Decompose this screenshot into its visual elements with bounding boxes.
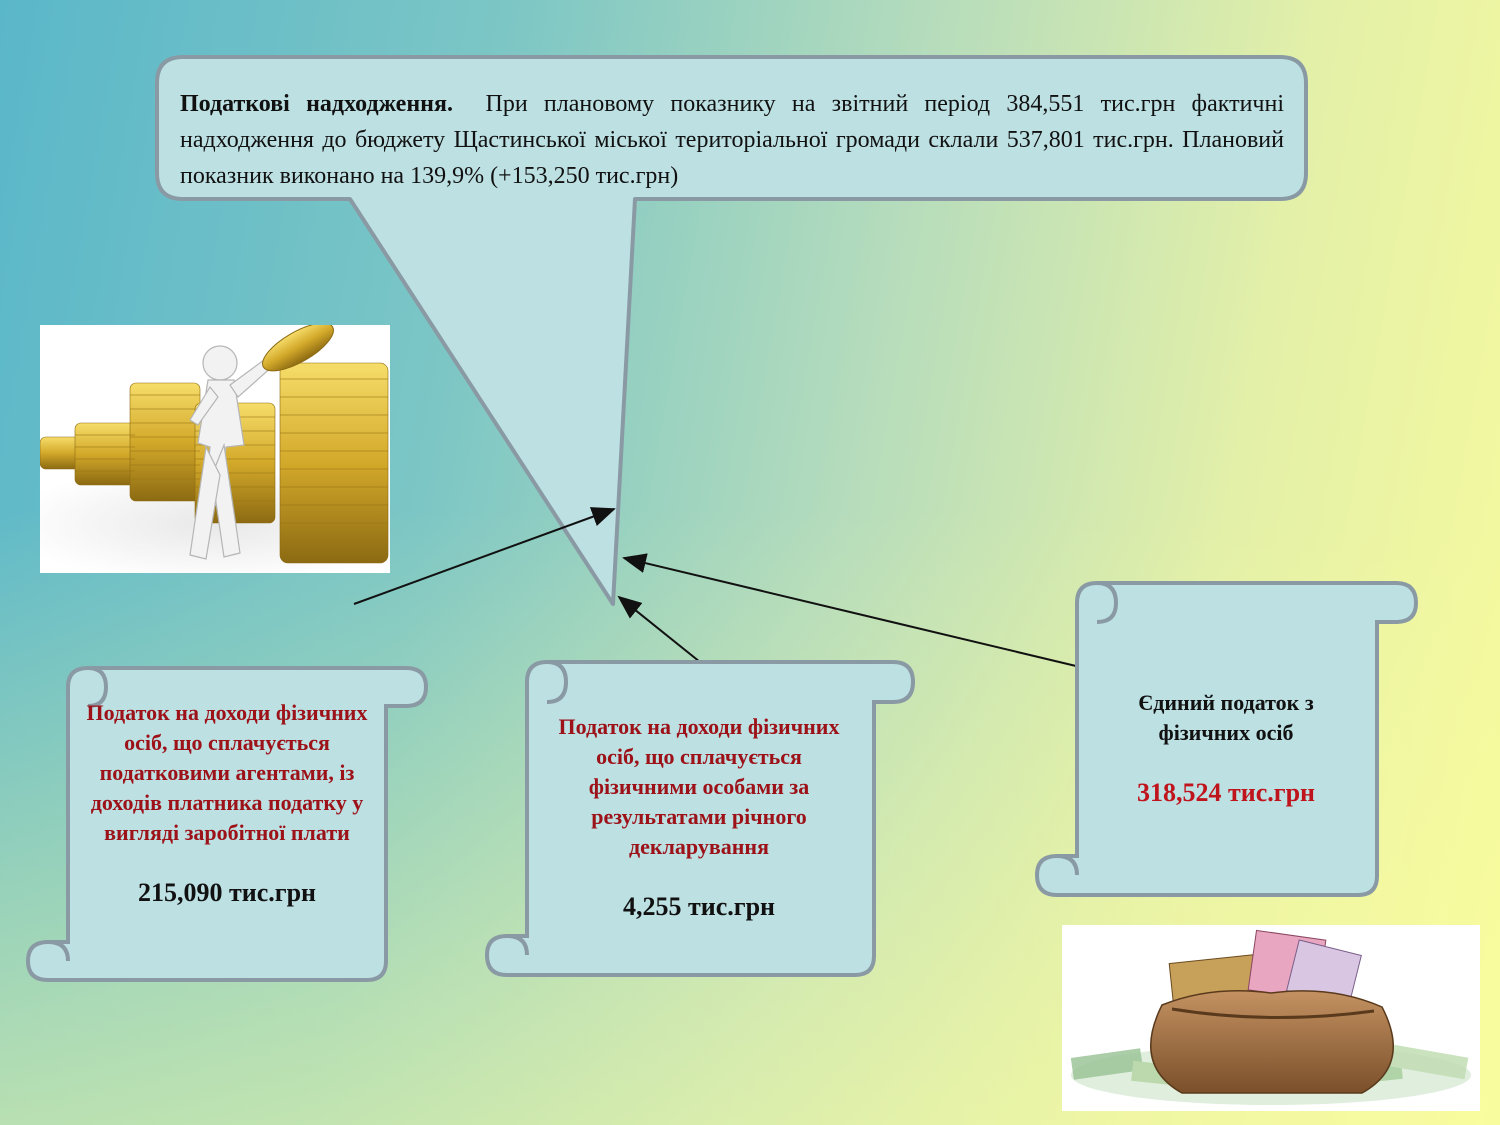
scroll-2-amount: 4,255 тис.грн <box>622 892 776 921</box>
callout-body: При плановому показнику на звітний періо… <box>180 91 1285 189</box>
callout-heading: Податкові надходження. <box>180 91 453 117</box>
scroll-1-label: Податок на доходи фізичних осіб, що спла… <box>86 700 368 845</box>
arrow-left <box>353 507 616 605</box>
scroll-3-label: Єдиний податок з фізичних осіб <box>1138 690 1314 745</box>
scroll-1-amount: 215,090 тис.грн <box>137 878 317 907</box>
scroll-2-label: Податок на доходи фізичних осіб, що спла… <box>558 714 840 859</box>
money-bag-image <box>1062 925 1480 1111</box>
scroll-2-text: Податок на доходи фізичних осіб, що спла… <box>548 712 850 922</box>
scroll-3-text: Єдиний податок з фізичних осіб 318,524 т… <box>1098 688 1354 808</box>
callout-bubble <box>155 55 1308 606</box>
callout-text: Податкові надходження. При плановому пок… <box>180 86 1284 194</box>
scroll-shape-3 <box>1034 581 1419 897</box>
scroll-1-text: Податок на доходи фізичних осіб, що спла… <box>84 698 370 908</box>
arrow-middle <box>617 595 701 663</box>
scroll-shape-1 <box>25 666 429 982</box>
arrow-right <box>622 553 1077 667</box>
scroll-3-amount: 318,524 тис.грн <box>1136 778 1316 807</box>
scroll-shape-2 <box>484 660 916 977</box>
coins-figure-image <box>40 325 390 573</box>
